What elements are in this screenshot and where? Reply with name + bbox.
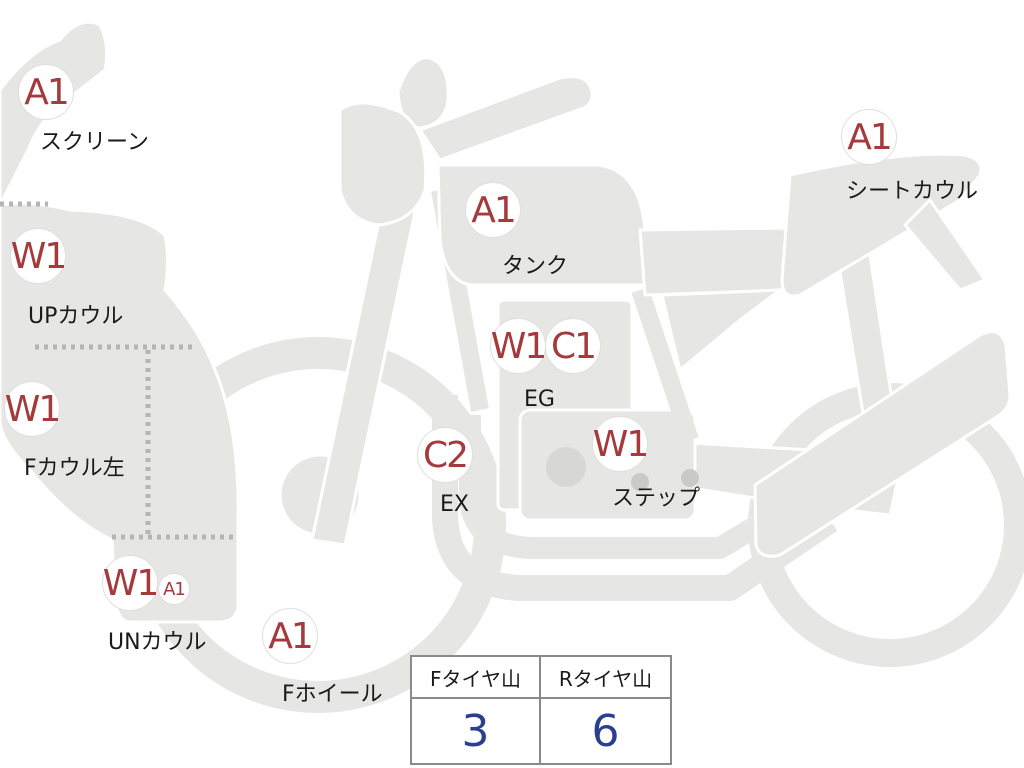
step-label: ステップ (612, 486, 701, 511)
muffler (753, 330, 1012, 558)
seat-cowl-label: シートカウル (846, 179, 979, 204)
rear-tire-value: 6 (591, 705, 620, 757)
un-cowl-badge-a1: A1 (158, 573, 190, 605)
up-cowl-label: UPカウル (28, 304, 124, 329)
front-tire-header: Fタイヤ山 (412, 657, 541, 699)
tire-tread-table: Fタイヤ山 Rタイヤ山 3 6 (410, 655, 672, 765)
seat (638, 226, 792, 297)
side-panel (660, 288, 785, 373)
step-badge-w1: W1 (592, 416, 649, 472)
handlebar (417, 75, 594, 162)
exhaust-label: EX (440, 492, 469, 517)
engine-badge-c1: C1 (545, 318, 601, 374)
step-peg-1 (631, 473, 649, 491)
up-cowl-badge-w1: W1 (10, 228, 67, 284)
engine-badge-w1: W1 (490, 318, 547, 374)
rear-tire-header: Rタイヤ山 (541, 657, 670, 699)
f-cowl-left-badge-w1: W1 (4, 381, 61, 437)
headlight (338, 101, 428, 227)
front-tire-value: 3 (412, 699, 541, 763)
rear-fender (902, 197, 988, 292)
exhaust-pipe-upper (459, 415, 806, 559)
step-peg-2 (681, 469, 699, 487)
front-cowl (0, 201, 240, 624)
exhaust-pipe-lower (432, 395, 838, 601)
f-wheel-label: Fホイール (282, 682, 383, 707)
un-cowl-label: UNカウル (108, 630, 207, 655)
f-wheel-badge-a1: A1 (262, 608, 318, 664)
engine-case-cover (546, 447, 586, 487)
f-cowl-left-label: Fカウル左 (24, 456, 125, 481)
engine-label: EG (524, 387, 555, 412)
tank-badge-a1: A1 (465, 182, 521, 238)
un-cowl-badge-w1: W1 (102, 555, 159, 611)
cowl-seam-mid (35, 344, 238, 540)
exhaust-badge-c2: C2 (417, 427, 473, 483)
screen-badge-a1: A1 (18, 64, 74, 120)
seat-cowl-badge-a1: A1 (841, 109, 897, 165)
tank-label: タンク (502, 254, 569, 279)
screen-label: スクリーン (40, 130, 149, 155)
